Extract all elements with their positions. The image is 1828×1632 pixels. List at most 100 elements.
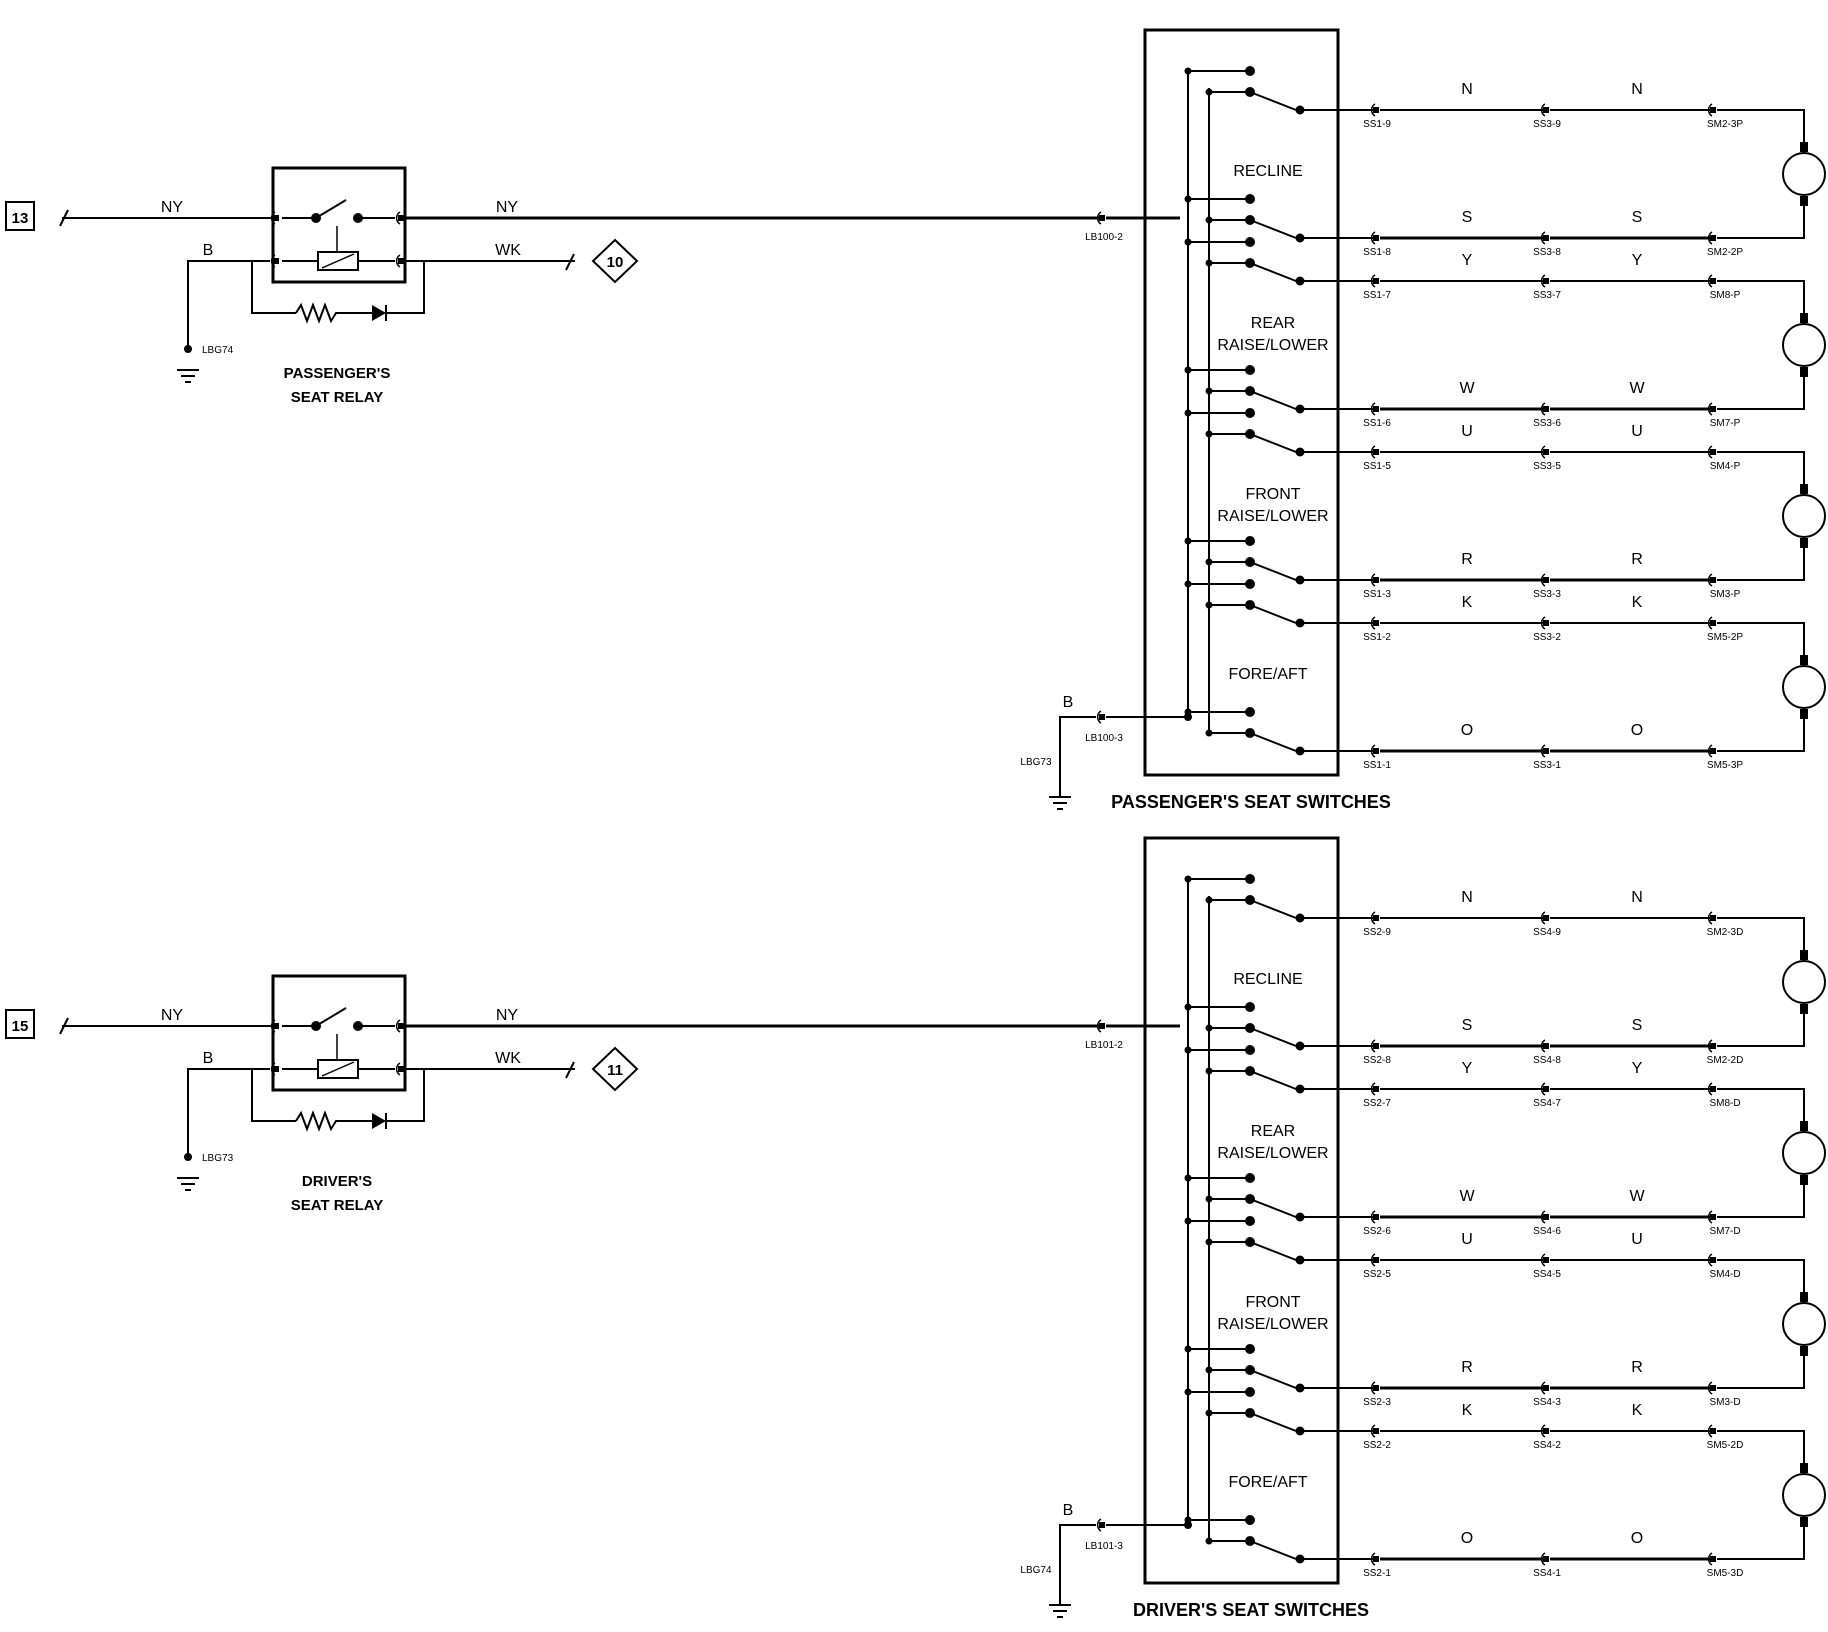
connector-pin: [398, 1066, 404, 1072]
function-label: FRONT: [1245, 486, 1300, 503]
connector-socket: [1540, 1424, 1546, 1438]
switch-blade: [1249, 1412, 1297, 1432]
connector-socket: [1707, 1039, 1713, 1053]
connector-label: SS4-1: [1533, 1568, 1561, 1579]
reference-box: [5, 1009, 35, 1039]
connector-socket: [1540, 1210, 1546, 1224]
connector-label: SS4-9: [1533, 927, 1561, 938]
function-label: REAR: [1251, 1123, 1295, 1140]
connector-label: SS3-5: [1533, 461, 1561, 472]
wire-label: R: [1631, 1359, 1643, 1376]
motor-body: [1782, 1302, 1826, 1346]
wire-path: [251, 260, 296, 314]
junction-dot: [1205, 729, 1213, 737]
junction-dot: [1184, 67, 1192, 75]
connector-socket: [1707, 1381, 1713, 1395]
connector-symbol: [1540, 274, 1549, 288]
junction-dot: [1205, 601, 1213, 609]
motor-icon: [1782, 313, 1826, 377]
connector-symbol: [1370, 1039, 1379, 1053]
motor-brush: [1800, 1175, 1808, 1185]
connector-socket: [1540, 1039, 1546, 1053]
connector-label: LB101-3: [1085, 1541, 1123, 1552]
connector-socket: [1707, 1552, 1713, 1566]
junction-dot: [1205, 1067, 1213, 1075]
connector-pin: [1373, 748, 1379, 754]
coil-slash: [321, 253, 355, 269]
connector-socket: [270, 211, 276, 225]
connector-pin: [1373, 278, 1379, 284]
connector-pin: [1710, 577, 1716, 583]
coil-slash: [321, 1061, 355, 1077]
connector-label: SM8-P: [1710, 290, 1741, 301]
junction-dot: [1184, 875, 1192, 883]
connector-socket: [1370, 911, 1376, 925]
connector-label: SS1-3: [1363, 589, 1391, 600]
connector-symbol: [1707, 1082, 1716, 1096]
wire-label: S: [1632, 1017, 1643, 1034]
connector-label: SM4-D: [1709, 1269, 1740, 1280]
motor-lead: [1717, 1356, 1805, 1389]
junction-dot: [1205, 896, 1213, 904]
connector-symbol: [1707, 103, 1716, 117]
motor-lead: [1717, 1088, 1805, 1121]
wire-label: B: [203, 1050, 214, 1067]
junction-dot: [1205, 1366, 1213, 1374]
connector-pin: [1373, 915, 1379, 921]
connector-symbol: [1540, 445, 1549, 459]
motor-brush: [1800, 1346, 1808, 1356]
connector-symbol: [1707, 231, 1716, 245]
connector-symbol: [1370, 616, 1379, 630]
connector-label: SS2-2: [1363, 1440, 1391, 1451]
wire-path: [1059, 1524, 1096, 1605]
connector-symbol: [1370, 274, 1379, 288]
junction-dot: [1184, 409, 1192, 417]
reference-number: 13: [12, 210, 29, 227]
connector-pin: [1543, 748, 1549, 754]
junction-dot: [1205, 1409, 1213, 1417]
connector-label: SM5-2P: [1707, 632, 1743, 643]
connector-symbol: [270, 254, 279, 268]
connector-symbol: [1707, 1552, 1716, 1566]
connector-symbol: [270, 1062, 279, 1076]
connector-socket: [1707, 445, 1713, 459]
function-label: FORE/AFT: [1228, 666, 1307, 683]
connector-label: SM3-D: [1709, 1397, 1740, 1408]
junction-dot: [1184, 537, 1192, 545]
wire-label: S: [1632, 209, 1643, 226]
connector-label: SS4-6: [1533, 1226, 1561, 1237]
connector-label: SS2-7: [1363, 1098, 1391, 1109]
motor-lead: [1717, 917, 1805, 950]
motor-lead: [1717, 206, 1805, 239]
relay-contact: [315, 1007, 347, 1027]
connector-pin: [1373, 1385, 1379, 1391]
switch-blade: [1249, 1070, 1297, 1090]
connector-socket: [1370, 274, 1376, 288]
connector-label: SM5-3D: [1707, 1568, 1744, 1579]
wire-label: R: [1631, 551, 1643, 568]
connector-symbol: [1540, 231, 1549, 245]
motor-body: [1782, 960, 1826, 1004]
connector-pin: [1373, 1043, 1379, 1049]
connector-pin: [1710, 107, 1716, 113]
motor-icon: [1782, 950, 1826, 1014]
motor-lead: [1717, 1014, 1805, 1047]
motor-body: [1782, 1131, 1826, 1175]
ground-icon: [1049, 1604, 1071, 1618]
connector-label: SM5-2D: [1707, 1440, 1744, 1451]
connector-symbol: [270, 1019, 279, 1033]
connector-symbol: [1707, 1210, 1716, 1224]
connector-socket: [1370, 445, 1376, 459]
wire-label: W: [1459, 380, 1475, 397]
break-mark: [565, 253, 575, 271]
connector-symbol: [1540, 1082, 1549, 1096]
connector-pin: [1099, 215, 1105, 221]
wire-label: B: [1063, 694, 1074, 711]
connector-symbol: [1370, 402, 1379, 416]
connector-socket: [1370, 1552, 1376, 1566]
connector-pin: [1543, 1556, 1549, 1562]
break-mark: [565, 1061, 575, 1079]
motor-lead: [1717, 377, 1805, 410]
wire-label: NY: [161, 199, 184, 216]
motor-brush: [1800, 538, 1808, 548]
